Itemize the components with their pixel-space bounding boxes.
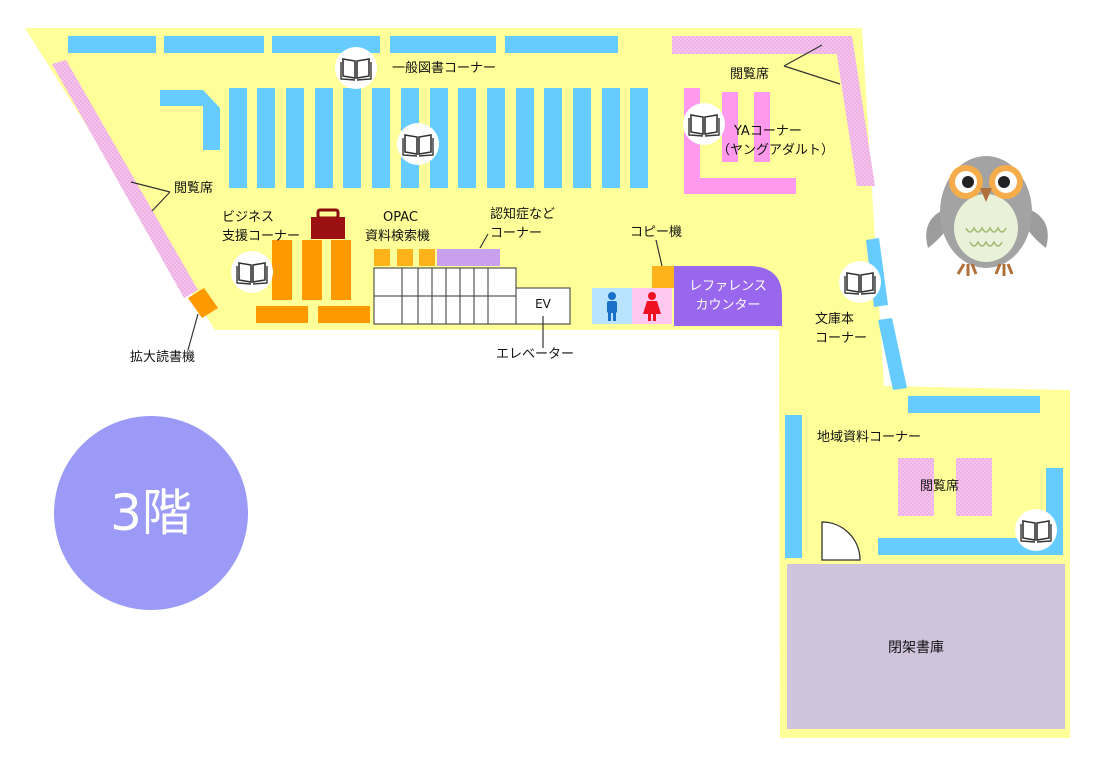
closed-stacks	[787, 564, 1065, 729]
label-general-books: 一般図書コーナー	[392, 61, 497, 76]
door-icon	[821, 521, 861, 561]
dementia-shelf	[437, 249, 500, 266]
label-reading-seats-left: 閲覧席	[174, 181, 214, 196]
label-ya-corner-sub: （ヤングアダルト）	[717, 143, 835, 158]
copier	[652, 266, 674, 288]
ya-shelves	[684, 88, 796, 194]
label-copier: コピー機	[630, 225, 683, 240]
label-bunko-1: 文庫本	[815, 312, 855, 327]
floor-area	[25, 28, 1070, 738]
floor-badge: 3階	[54, 416, 248, 610]
label-ev: EV	[535, 297, 551, 311]
business-shelves	[256, 240, 370, 323]
reading-seats	[52, 36, 992, 516]
label-local-materials: 地域資料コーナー	[817, 430, 922, 445]
reading-seat-pointers	[130, 44, 841, 212]
label-opac-2: 資料検索機	[365, 229, 431, 244]
book-icon	[1014, 508, 1058, 552]
label-dementia-1: 認知症など	[490, 207, 556, 222]
label-reading-seats-top: 閲覧席	[730, 67, 770, 82]
owl-mascot	[926, 156, 1048, 276]
book-icon	[396, 122, 440, 166]
label-dementia-2: コーナー	[490, 226, 543, 241]
book-icon	[682, 102, 726, 146]
stairs	[373, 267, 517, 325]
book-icon	[334, 46, 378, 90]
label-business-2: 支援コーナー	[222, 229, 301, 244]
book-icon	[230, 250, 274, 294]
label-reference-1: レファレンス	[689, 279, 767, 294]
book-icon	[838, 260, 882, 304]
label-ya-corner: YAコーナー	[734, 124, 802, 139]
label-reading-seats-local: 閲覧席	[920, 479, 960, 494]
male-toilet-icon	[607, 292, 617, 321]
opac-terminals	[374, 249, 435, 266]
label-closed-stacks: 閉架書庫	[888, 640, 944, 656]
general-books-shelves	[68, 36, 648, 188]
label-reference-2: カウンター	[695, 298, 761, 313]
label-opac-1: OPAC	[383, 210, 418, 225]
briefcase-icon	[311, 208, 345, 239]
magnifier-reader	[187, 288, 218, 351]
label-magnifier: 拡大読書機	[130, 350, 196, 365]
label-business-1: ビジネス	[222, 210, 275, 225]
female-toilet-icon	[643, 292, 661, 321]
label-bunko-2: コーナー	[815, 331, 868, 346]
local-materials-shelves	[785, 396, 1063, 558]
reference-counter	[674, 266, 782, 326]
label-elevator: エレベーター	[496, 347, 575, 362]
